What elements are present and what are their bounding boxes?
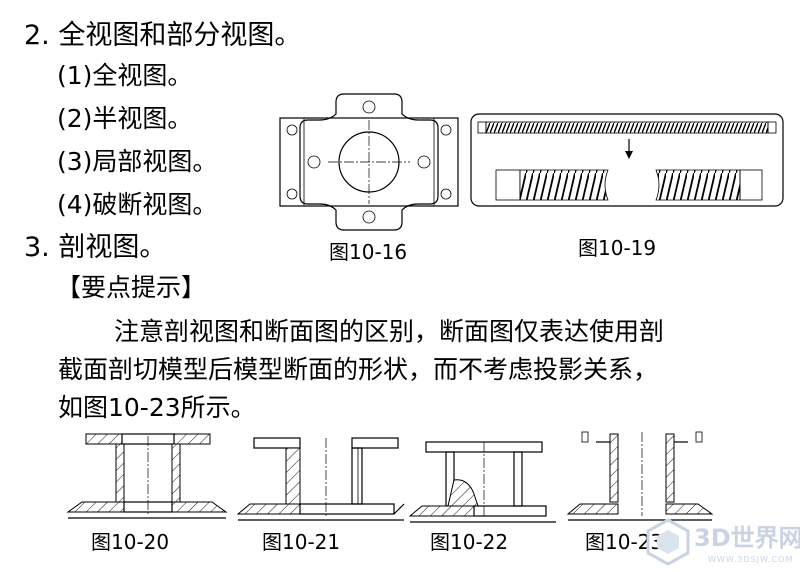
tip-line-2: 截面剖切模型后模型断面的形状，而不考虑投影关系， [58,355,659,384]
figure-10-21-drawing [236,437,405,521]
figure-10-16-caption: 图10-16 [329,240,408,264]
figure-10-22-drawing [408,441,556,523]
watermark-logo-icon [646,518,690,566]
section-2-heading: 2. 全视图和部分视图。 [24,20,302,51]
watermark-brand: 3D世界网 [694,524,800,552]
figure-10-22-caption: 图10-22 [430,530,509,554]
figure-10-16-drawing [279,93,459,231]
figure-10-19-drawing [470,113,784,207]
figure-10-23-drawing [566,431,714,521]
watermark-url: WWW.3DSJW.COM [708,555,794,564]
figure-10-23-caption: 图10-23 [585,530,664,554]
list-item-partial-view: (3)局部视图。 [57,147,218,176]
figure-10-21-caption: 图10-21 [262,530,341,554]
section-3-heading: 3. 剖视图。 [24,232,167,263]
tip-line-1: 注意剖视图和断面图的区别，断面图仅表达使用剖 [114,317,665,346]
list-item-broken-view: (4)破断视图。 [57,190,218,219]
list-item-full-view: (1)全视图。 [57,61,193,90]
list-item-half-view: (2)半视图。 [57,104,193,133]
tip-title: 【要点提示】 [56,273,207,302]
figure-10-19-caption: 图10-19 [578,236,657,260]
tip-line-3: 如图10-23所示。 [58,393,256,422]
figure-10-20-caption: 图10-20 [91,530,170,554]
figure-10-20-drawing [66,433,228,519]
